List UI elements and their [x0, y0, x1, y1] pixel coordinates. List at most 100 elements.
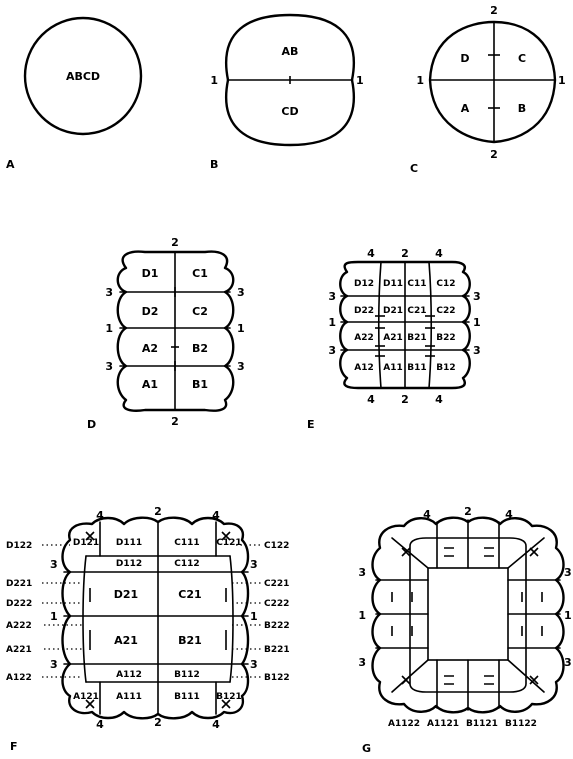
panel-f-left-labels: D122 D221 D222 A222 A221 A122 [6, 541, 82, 683]
label: C221 [264, 579, 289, 589]
label: D11 [383, 279, 403, 289]
label: C11 [407, 279, 426, 289]
shape [429, 262, 431, 388]
label: 1 [358, 609, 366, 622]
label: 1 [564, 609, 572, 622]
panel-a: ABCD A [6, 18, 141, 171]
label: 1 [105, 322, 113, 335]
label: D2 [142, 305, 159, 318]
label: 4 [212, 509, 220, 522]
label: D222 [6, 599, 32, 609]
shape [379, 262, 381, 388]
label: 3 [250, 558, 258, 571]
label: A122 [6, 673, 32, 683]
label: 1 [473, 316, 481, 329]
label: 1 [416, 74, 424, 87]
panel-g-letter: G [362, 742, 371, 755]
label: B121 [216, 692, 242, 702]
cell-d: D [460, 52, 469, 65]
label: 2 [490, 4, 498, 17]
label: D21 [383, 306, 403, 316]
label: C111 [174, 538, 199, 548]
shape [42, 545, 82, 677]
label: B11 [407, 363, 426, 373]
label: C22 [436, 306, 455, 316]
label: B2 [192, 342, 208, 355]
label: 3 [250, 658, 258, 671]
panel-e-letter: E [307, 418, 315, 431]
label: C21 [407, 306, 426, 316]
panel-f-letter: F [10, 740, 18, 753]
label: C112 [174, 559, 199, 569]
label: 4 [423, 508, 431, 521]
central-blastocoel [428, 568, 508, 660]
label: B222 [264, 621, 290, 631]
label: 3 [50, 658, 58, 671]
label: B12 [436, 363, 455, 373]
label: 3 [328, 344, 336, 357]
label: 1 [250, 610, 258, 623]
label: A221 [6, 645, 32, 655]
label: D121 [73, 538, 99, 548]
label: 3 [105, 286, 113, 299]
four-cell-outline [430, 22, 555, 142]
label: A21 [383, 333, 403, 343]
label: 4 [96, 509, 104, 522]
label: D12 [354, 279, 374, 289]
label: D1 [142, 267, 159, 280]
label: C21 [178, 588, 201, 601]
label: 3 [358, 566, 366, 579]
panel-e: D12 D11 C11 C12 D22 D21 C21 C22 A22 A21 … [307, 247, 481, 431]
panel-b: AB CD 1 1 B [210, 15, 364, 171]
label: D21 [114, 588, 138, 601]
label: 1 [50, 610, 58, 623]
label: 3 [564, 656, 572, 669]
label: 2 [401, 393, 409, 406]
cell-c: C [518, 52, 526, 65]
label: A12 [354, 363, 374, 373]
label: 3 [105, 360, 113, 373]
label: A111 [116, 692, 142, 702]
blastomere-ab-label: AB [282, 45, 299, 58]
label: B1122 [505, 719, 537, 729]
label: 2 [490, 148, 498, 161]
blastomere-cd-label: CD [281, 105, 298, 118]
label: 1 [328, 316, 336, 329]
label: C121 [216, 538, 241, 548]
cell-b: B [518, 102, 526, 115]
label: 3 [564, 566, 572, 579]
label: A1122 [388, 719, 420, 729]
label: 3 [237, 286, 245, 299]
label: B122 [264, 673, 290, 683]
label: D22 [354, 306, 374, 316]
panel-a-letter: A [6, 158, 15, 171]
label: 2 [154, 505, 162, 518]
label: 4 [96, 718, 104, 731]
label: 3 [237, 360, 245, 373]
label: 3 [473, 344, 481, 357]
label: 4 [435, 393, 443, 406]
label: A22 [354, 333, 374, 343]
panel-c: D C A B 2 2 1 1 C [410, 4, 566, 175]
label: 1 [237, 322, 245, 335]
label: 4 [367, 247, 375, 260]
label: 3 [50, 558, 58, 571]
label: 4 [505, 508, 513, 521]
label: B1 [192, 378, 208, 391]
label: D111 [116, 538, 142, 548]
label: B1121 [466, 719, 498, 729]
label: A222 [6, 621, 32, 631]
label: C2 [192, 305, 208, 318]
label: B21 [178, 634, 202, 647]
panel-b-letter: B [210, 158, 218, 171]
label: B21 [407, 333, 426, 343]
panel-d-letter: D [87, 418, 96, 431]
label: 3 [473, 290, 481, 303]
label: A2 [142, 342, 158, 355]
panel-a-cell-label: ABCD [66, 70, 100, 83]
panel-c-letter: C [410, 162, 418, 175]
label: 4 [367, 393, 375, 406]
label: A11 [383, 363, 403, 373]
